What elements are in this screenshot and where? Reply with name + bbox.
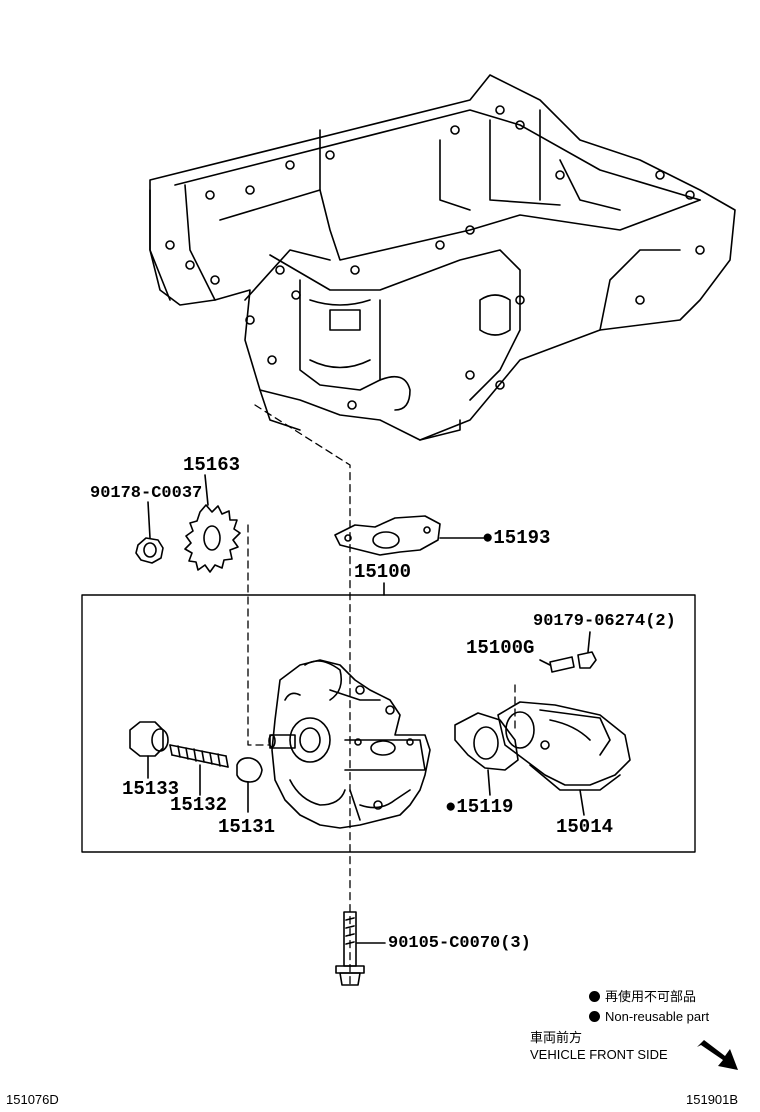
relief-valve-15131 xyxy=(236,757,263,813)
leader-90178 xyxy=(147,501,151,539)
gasket-15119 xyxy=(454,712,519,771)
spring-15132 xyxy=(169,744,229,796)
gasket-15193 xyxy=(334,515,441,556)
label-90105-c0070: 90105-C0070(3) xyxy=(388,934,531,953)
leader-90179 xyxy=(587,631,591,653)
label-15100: 15100 xyxy=(354,561,412,583)
non-reusable-dot-icon: ● xyxy=(482,527,494,549)
direction-jp: 車両前方 xyxy=(530,1030,583,1045)
non-reusable-dot-icon: ● xyxy=(445,796,457,818)
oil-pump-body xyxy=(268,659,431,829)
leader-15119 xyxy=(487,769,491,796)
label-15131: 15131 xyxy=(218,816,276,838)
label-15119: ●15119 xyxy=(445,796,514,818)
legend-en: Non-reusable part xyxy=(589,1009,709,1025)
non-reusable-dot-icon xyxy=(589,1011,600,1022)
label-15100g: 15100G xyxy=(466,637,535,659)
bolt-15100G xyxy=(549,651,597,673)
legend-jp: 再使用不可部品 xyxy=(589,989,696,1005)
alignment-guide-lines xyxy=(247,404,516,986)
bolt-90105 xyxy=(335,911,365,986)
leader-15014 xyxy=(579,789,585,816)
illustration-code-left: 151076D xyxy=(6,1092,59,1107)
direction-en: VEHICLE FRONT SIDE xyxy=(530,1047,668,1062)
illustration-code-right: 151901B xyxy=(686,1092,739,1107)
leader-15163 xyxy=(204,474,209,506)
assembly-box-15100 xyxy=(81,594,696,853)
label-15193: ●15193 xyxy=(482,527,551,549)
label-15132: 15132 xyxy=(170,794,228,816)
vehicle-front-arrow-icon xyxy=(697,1040,738,1070)
non-reusable-dot-icon xyxy=(589,991,600,1002)
drive-sprocket-15163 xyxy=(184,504,241,573)
oil-strainer-15014 xyxy=(497,701,631,791)
label-90178-c0037: 90178-C0037 xyxy=(90,484,203,503)
oil-pan-housing xyxy=(149,74,736,441)
label-15133: 15133 xyxy=(122,778,180,800)
label-90179-06274: 90179-06274(2) xyxy=(533,612,676,631)
leader-15100G xyxy=(539,659,551,666)
label-15014: 15014 xyxy=(556,816,614,838)
label-15163: 15163 xyxy=(183,454,241,476)
plug-15133 xyxy=(129,721,169,779)
nut-90178 xyxy=(135,537,164,564)
